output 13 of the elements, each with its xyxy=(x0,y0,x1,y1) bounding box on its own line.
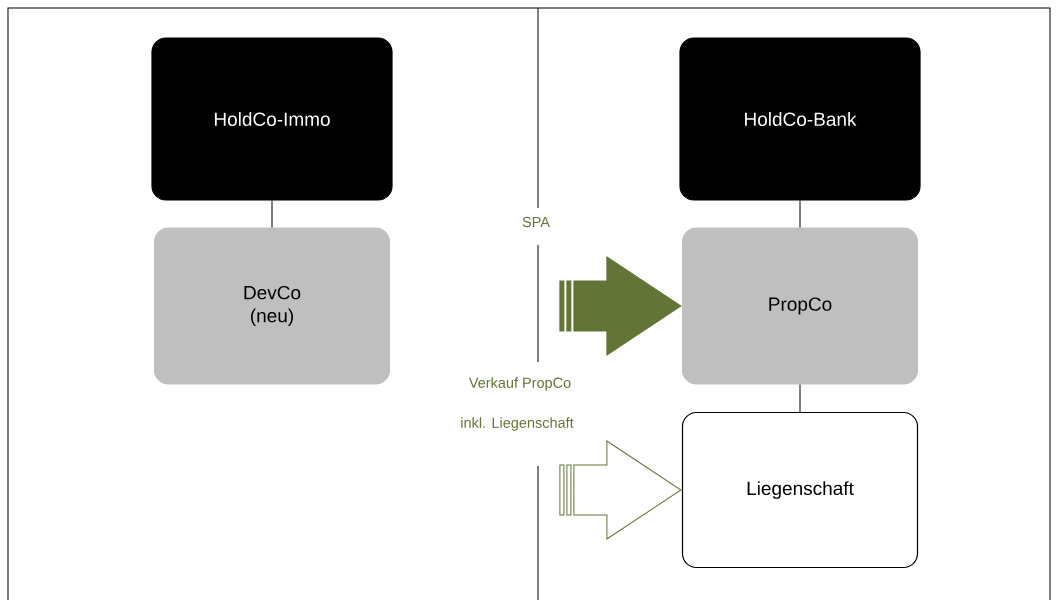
transaction-label: SPA xyxy=(522,216,550,228)
company-box: HoldCo-Immo xyxy=(151,37,393,201)
block-arrow xyxy=(573,256,682,356)
transaction-label: Verkauf PropCo xyxy=(468,377,571,391)
connector-line xyxy=(799,200,801,228)
company-box: HoldCo-Bank xyxy=(679,37,921,201)
company-box: PropCo xyxy=(681,227,919,385)
connector-line xyxy=(799,384,801,413)
connector-line xyxy=(271,200,273,228)
company-box: DevCo (neu) xyxy=(153,227,391,385)
block-arrow xyxy=(573,440,682,540)
transaction-label: inkl. Liegenschaft xyxy=(461,417,574,431)
company-box: Liegenschaft xyxy=(681,411,919,569)
